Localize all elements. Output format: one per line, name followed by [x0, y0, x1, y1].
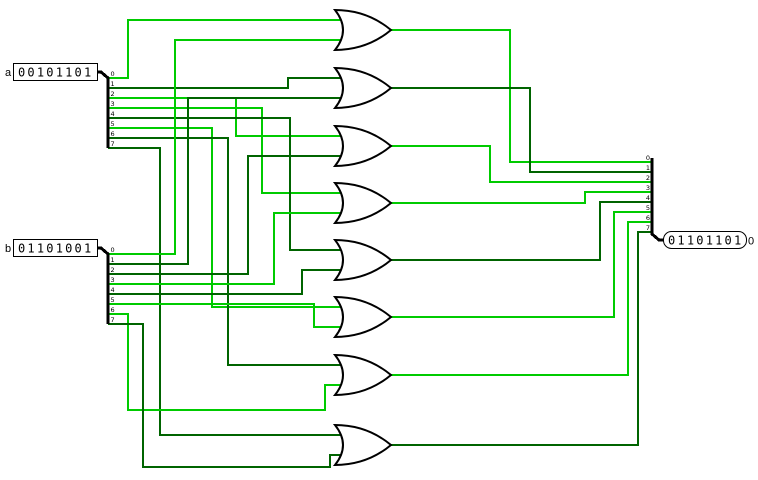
- combiner-pin-5: 5: [646, 204, 650, 212]
- input-b-box[interactable]: [13, 239, 98, 257]
- wire-b7: [108, 323, 341, 468]
- wire-a4: [108, 117, 341, 251]
- combiner-pin-6: 6: [646, 214, 650, 222]
- input-pin-a: a 00101101: [5, 63, 98, 81]
- gate-layer: [334, 9, 392, 466]
- output-pin: 01101101 0: [663, 231, 754, 249]
- wire-out5: [391, 211, 652, 318]
- wire-out0: [391, 29, 652, 163]
- or-gate-bit1[interactable]: [334, 67, 392, 109]
- wire-a6: [108, 137, 341, 366]
- wire-a5: [108, 127, 341, 308]
- or-gate-bit2[interactable]: [334, 125, 392, 167]
- splitter-b-pin-6: 6: [111, 306, 115, 314]
- combiner-pin-4: 4: [646, 194, 650, 202]
- input-a-box[interactable]: [13, 63, 98, 81]
- wire-b1: [108, 97, 341, 265]
- input-b-label: b: [5, 243, 11, 255]
- splitter-b-pin-7: 7: [111, 316, 115, 324]
- combiner-pin-7: 7: [646, 224, 650, 232]
- splitter-a-pin-6: 6: [111, 130, 115, 138]
- wire-b0: [108, 39, 341, 255]
- splitter-b-pin-0: 0: [111, 246, 115, 254]
- combiner-pin-3: 3: [646, 184, 650, 192]
- or-gate-bit0[interactable]: [334, 9, 392, 51]
- combiner-pin-0: 0: [646, 154, 650, 162]
- splitter-a-pin-7: 7: [111, 140, 115, 148]
- or-gate-bit7[interactable]: [334, 424, 392, 466]
- wire-b3: [108, 212, 341, 285]
- input-b-value[interactable]: 01101001: [18, 242, 93, 256]
- combiner-pin-digits: 0 1 2 3 4 5 6 7: [646, 154, 650, 232]
- combiner-pin-2: 2: [646, 174, 650, 182]
- splitter-b-pin-1: 1: [111, 256, 115, 264]
- splitter-a-pin-0: 0: [111, 70, 115, 78]
- splitter-b-pin-2: 2: [111, 266, 115, 274]
- wire-out1: [391, 87, 652, 173]
- splitter-b-pin-5: 5: [111, 296, 115, 304]
- bus-layer: [97, 70, 664, 324]
- splitter-a-pin-5: 5: [111, 120, 115, 128]
- wire-out7: [391, 231, 652, 446]
- splitter-a-pin-3: 3: [111, 100, 115, 108]
- input-a-label: a: [5, 67, 12, 79]
- splitter-b-pin-digits: 0 1 2 3 4 5 6 7: [111, 246, 115, 324]
- wire-a1: [108, 77, 341, 89]
- wire-layer: [108, 19, 652, 468]
- splitter-a-pin-digits: 0 1 2 3 4 5 6 7: [111, 70, 115, 148]
- output-box[interactable]: [663, 231, 747, 249]
- wire-out3: [391, 191, 652, 204]
- wire-b4: [108, 269, 341, 295]
- splitter-b-pin-4: 4: [111, 286, 115, 294]
- splitter-a-pin-1: 1: [111, 80, 115, 88]
- bus-input-b: [97, 246, 110, 324]
- output-value: 01101101: [668, 234, 743, 248]
- wire-b2: [108, 155, 341, 275]
- wire-out2: [391, 145, 652, 183]
- splitter-a-pin-2: 2: [111, 90, 115, 98]
- input-a-value[interactable]: 00101101: [18, 66, 93, 80]
- output-label: 0: [748, 236, 754, 248]
- wire-a7: [108, 147, 341, 436]
- wire-b5: [108, 303, 341, 328]
- bus-output: [650, 158, 664, 242]
- or-gate-bit6[interactable]: [334, 354, 392, 396]
- input-pin-b: b 01101001: [5, 239, 98, 257]
- splitter-a-pin-4: 4: [111, 110, 115, 118]
- splitter-b-pin-3: 3: [111, 276, 115, 284]
- or-gate-bit5[interactable]: [334, 296, 392, 338]
- wire-out6: [391, 221, 652, 376]
- bus-input-a: [97, 70, 110, 148]
- or-gate-bit3[interactable]: [334, 182, 392, 224]
- or-gate-bit4[interactable]: [334, 239, 392, 281]
- wire-out4: [391, 201, 652, 261]
- wire-b6: [108, 313, 341, 411]
- wire-a3: [108, 107, 341, 194]
- wire-a0: [108, 19, 341, 79]
- combiner-pin-1: 1: [646, 164, 650, 172]
